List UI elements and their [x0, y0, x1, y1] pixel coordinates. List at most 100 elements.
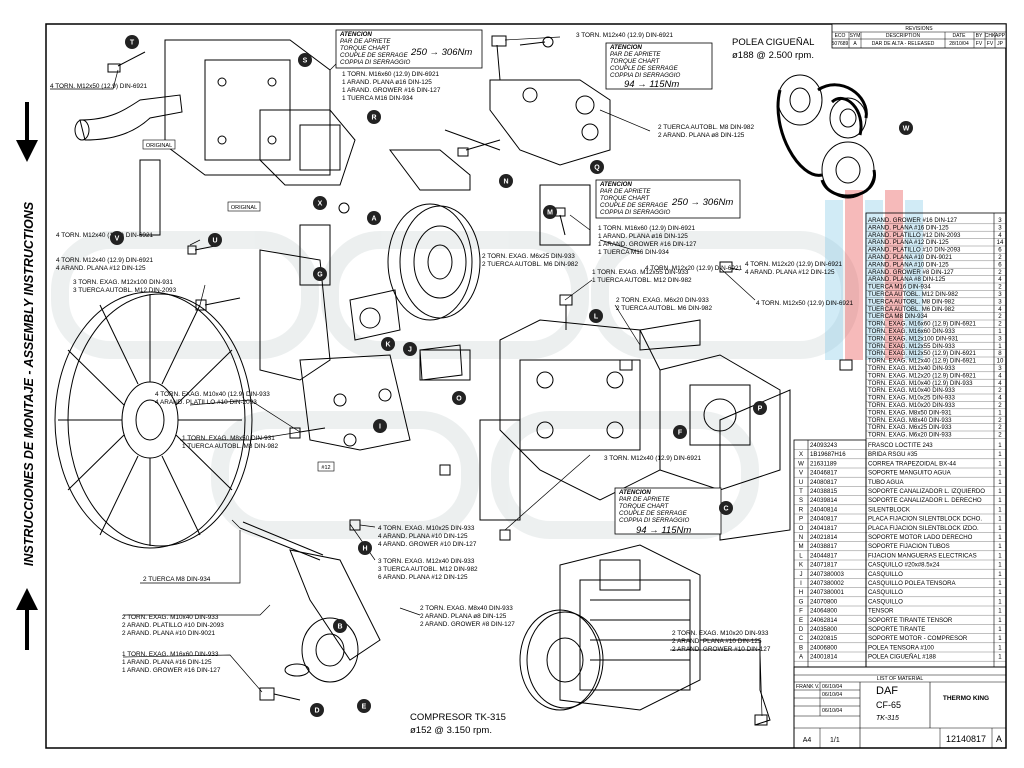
- parts-row-desc: CASQUILLO: [868, 571, 903, 578]
- balloon-o: O: [452, 391, 466, 405]
- parts-row-desc: SOPORTE TIRANTE TENSOR: [868, 617, 953, 624]
- parts-row-qty: 1: [998, 451, 1002, 458]
- parts-row-letter: B: [799, 644, 803, 651]
- balloon-f: F: [673, 425, 687, 439]
- fan-drawing: [54, 291, 253, 549]
- parts-row-qty: 1: [998, 442, 1002, 449]
- parts-row-number: 24038815: [810, 488, 838, 495]
- parts-hw-row-qty: 2: [998, 417, 1002, 424]
- parts-row-desc: POLEA CIGUEÑAL #188: [868, 654, 936, 661]
- parts-hw-row-qty: 3: [998, 291, 1002, 298]
- parts-hw-row-qty: 4: [998, 395, 1002, 402]
- parts-row-letter: A: [799, 654, 804, 661]
- svg-text:X: X: [318, 201, 323, 208]
- arrow-down-icon: [16, 102, 38, 162]
- parts-row-letter: W: [798, 460, 804, 467]
- svg-text:94 → 115Nm: 94 → 115Nm: [636, 525, 691, 536]
- parts-row-qty: 1: [998, 580, 1002, 587]
- parts-row-number: 24041817: [810, 525, 838, 532]
- side-title: INSTRUCCIONES DE MONTAJE - ASSEMBLY INST…: [22, 201, 36, 566]
- parts-row-number: 24020815: [810, 635, 838, 642]
- parts-hw-row-qty: 3: [998, 298, 1002, 305]
- parts-row-qty: 1: [998, 608, 1002, 615]
- svg-text:12140817: 12140817: [946, 734, 986, 744]
- watermark-color-block: [825, 190, 923, 360]
- parts-hw-row-desc: ARAND. PLANA #16 DIN-125: [868, 224, 949, 231]
- balloon-n: N: [499, 174, 513, 188]
- parts-row-qty: 1: [998, 571, 1002, 578]
- parts-hw-row-desc: TORN. EXAG. M12x100 DIN-931: [868, 335, 959, 342]
- parts-hw-row-qty: 1: [998, 343, 1002, 350]
- svg-text:1/1: 1/1: [830, 737, 840, 744]
- parts-row-number: 2407380001: [810, 589, 845, 596]
- balloon-i: I: [373, 419, 387, 433]
- parts-hw-row-desc: TUERCA AUTOBL. M8 DIN-982: [868, 298, 955, 305]
- parts-hw-row-desc: ARAND. PLANA #8 DIN-125: [868, 276, 946, 283]
- parts-hw-row-qty: 4: [998, 380, 1002, 387]
- side-title-strip: INSTRUCCIONES DE MONTAJE - ASSEMBLY INST…: [16, 102, 38, 650]
- parts-row-number: 24071817: [810, 562, 838, 569]
- parts-hw-row-qty: 1: [998, 328, 1002, 335]
- parts-hw-row-desc: TORN. EXAG. M16x60 (12.9) DIN-6921: [868, 321, 977, 328]
- parts-hw-row-desc: ARAND. PLATILLO #12 DIN-2093: [868, 232, 961, 239]
- parts-hw-row-qty: 3: [998, 217, 1002, 224]
- callout-17: 2 TUERCA M8 DIN-934: [143, 576, 211, 583]
- compressor-drawing: [519, 544, 771, 726]
- parts-hw-row-qty: 6: [998, 247, 1002, 254]
- parts-row-letter: O: [799, 525, 804, 532]
- parts-row-qty: 1: [998, 626, 1002, 633]
- parts-hw-row-desc: TUERCA AUTOBL. M6 DIN-982: [868, 306, 955, 313]
- parts-row-desc: SOPORTE MOTOR - COMPRESOR: [868, 635, 968, 642]
- parts-row-qty: 1: [998, 598, 1002, 605]
- parts-hw-row-qty: 2: [998, 387, 1002, 394]
- parts-hw-row-desc: TORN. EXAG. M12x50 (12.9) DIN-6921: [868, 350, 977, 357]
- parts-row-qty: 1: [998, 470, 1002, 477]
- svg-text:A: A: [853, 41, 857, 47]
- svg-text:THERMO KING: THERMO KING: [943, 695, 989, 702]
- svg-text:P: P: [758, 406, 763, 413]
- parts-row-number: 24038817: [810, 543, 838, 550]
- svg-text:H: H: [362, 546, 367, 553]
- parts-row-desc: FRASCO LOCTITE 243: [868, 442, 933, 449]
- callouts: 4 TORN. M12x50 (12.9) DIN-6921 1 TORN. M…: [50, 32, 854, 674]
- svg-text:FV: FV: [987, 41, 994, 47]
- parts-row-letter: D: [799, 626, 804, 633]
- svg-text:B: B: [337, 624, 342, 631]
- idler-bracket-drawing: [239, 249, 463, 683]
- parts-row-letter: M: [798, 543, 803, 550]
- parts-hw-row-qty: 2: [998, 432, 1002, 439]
- parts-row-qty: 1: [998, 644, 1002, 651]
- parts-row-letter: N: [799, 534, 803, 541]
- balloon-k: K: [381, 337, 395, 351]
- parts-row-desc: BRIDA RSGU #35: [868, 451, 918, 458]
- svg-text:APP: APP: [995, 33, 1006, 39]
- parts-row-letter: S: [799, 497, 803, 504]
- balloon-r: R: [367, 110, 381, 124]
- parts-row-desc: FIJACION MANGUERAS ELECTRICAS: [868, 552, 977, 559]
- svg-text:T: T: [130, 40, 135, 47]
- parts-hw-row-qty: 3: [998, 365, 1002, 372]
- svg-text:250 → 306Nm: 250 → 306Nm: [671, 197, 733, 208]
- svg-text:DAF: DAF: [876, 685, 898, 697]
- parts-row-desc: SOPORTE CANALIZADOR L. IZQUIERDO: [868, 488, 985, 495]
- parts-row-qty: 1: [998, 460, 1002, 467]
- parts-hw-row-desc: ARAND. GROWER #16 DIN-127: [868, 217, 958, 224]
- parts-hw-row-qty: 3: [998, 224, 1002, 231]
- parts-row-desc: CORREA TRAPEZOIDAL BX-44: [868, 460, 957, 467]
- parts-hw-row-qty: 14: [997, 239, 1004, 246]
- svg-text:JP: JP: [997, 41, 1004, 47]
- parts-row-letter: P: [799, 516, 803, 523]
- balloon-e: E: [357, 699, 371, 713]
- svg-text:E: E: [362, 704, 367, 711]
- parts-hw-row-desc: TORN. EXAG. M10x20 DIN-933: [868, 402, 956, 409]
- parts-row-qty: 1: [998, 543, 1002, 550]
- parts-hw-row-desc: TORN. EXAG. M8x40 DIN-933: [868, 417, 952, 424]
